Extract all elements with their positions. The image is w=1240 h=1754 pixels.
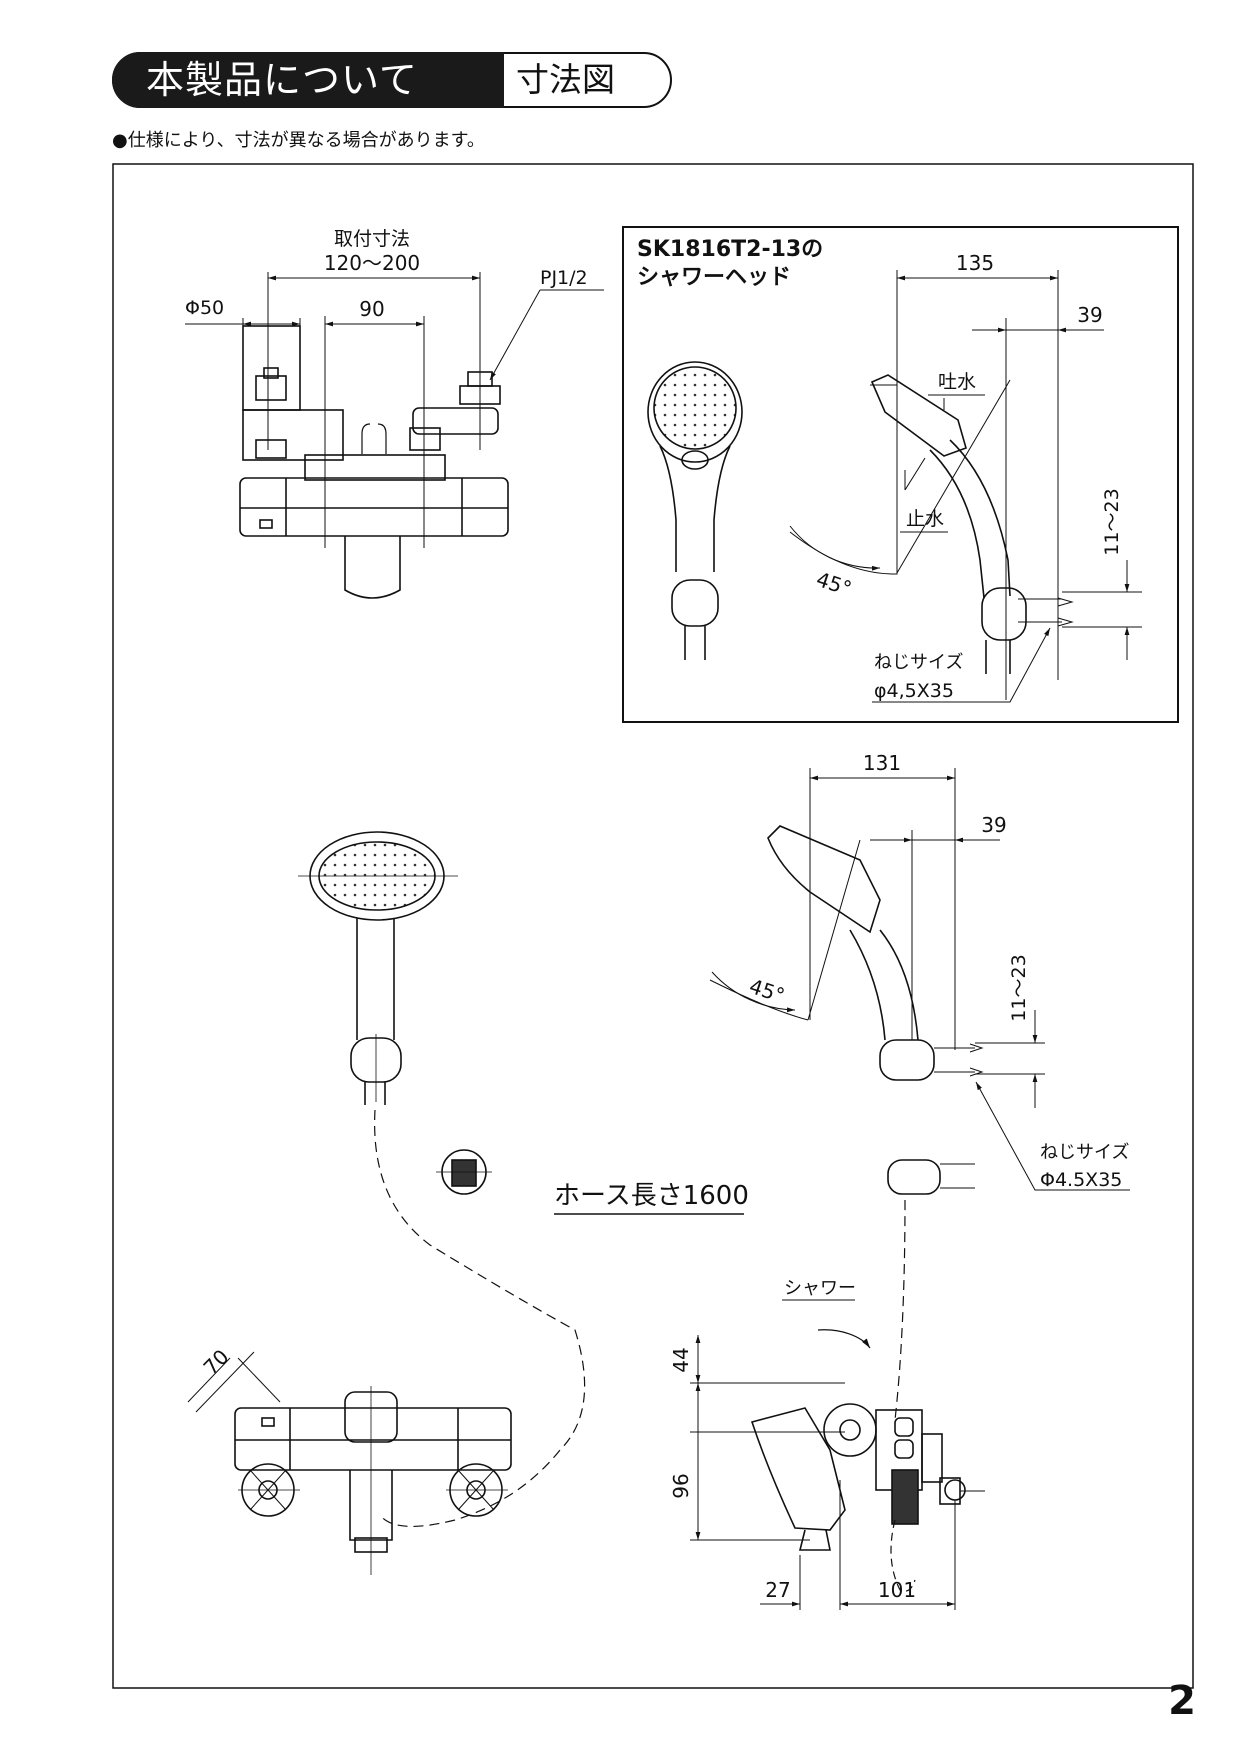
- dim-70: 70: [199, 1345, 234, 1380]
- inset-shower-head-front: [647, 361, 743, 660]
- thread-label: PJ1/2: [540, 267, 588, 289]
- shower-head-front: [298, 831, 586, 1527]
- main-screw-size: Φ4.5X35: [1040, 1169, 1122, 1191]
- main-range: 11〜23: [1008, 954, 1030, 1021]
- inset-angle: 45°: [813, 567, 854, 601]
- drawing-frame: [112, 163, 1194, 1689]
- title-band: [112, 52, 504, 108]
- mount-label: 取付寸法: [334, 228, 410, 250]
- faucet-front-view: [187, 1351, 512, 1575]
- inset-title-2: シャワーヘッド: [637, 265, 791, 290]
- shower-label: シャワー: [784, 1278, 856, 1299]
- shower-head-side: [709, 768, 1130, 1421]
- page-subtitle: 寸法図: [516, 60, 615, 99]
- dim-131: 131: [863, 751, 901, 775]
- inset-dim-135: 135: [956, 251, 994, 275]
- dim-44: 44: [669, 1347, 693, 1372]
- hose-length: ホース長さ1600: [554, 1181, 749, 1211]
- main-screw-label: ねじサイズ: [1040, 1142, 1129, 1163]
- dim-96: 96: [669, 1473, 693, 1498]
- page-number: 2: [1168, 1678, 1196, 1724]
- inset-range: 11〜23: [1101, 488, 1123, 555]
- inset-stop-label: 止水: [906, 508, 944, 530]
- inset-dim-39: 39: [1077, 303, 1102, 327]
- dim-39: 39: [981, 813, 1006, 837]
- inset-frame: [622, 226, 1179, 723]
- dim-101: 101: [878, 1578, 916, 1602]
- page-title: 本製品について: [146, 58, 418, 102]
- inset-screw-size: φ4,5X35: [874, 680, 954, 702]
- dim-spacing: 90: [359, 297, 384, 321]
- faucet-side-view: [690, 1299, 985, 1610]
- dim-diameter: Φ50: [185, 297, 224, 319]
- main-angle: 45°: [746, 974, 787, 1008]
- spec-note: ●仕様により、寸法が異なる場合があります。: [112, 130, 485, 151]
- inset-spout-label: 吐水: [938, 371, 976, 393]
- dim-27: 27: [765, 1578, 790, 1602]
- mount-range: 120〜200: [324, 251, 420, 275]
- faucet-top-view: [185, 272, 604, 599]
- inset-title-1: SK1816T2-13の: [637, 237, 823, 262]
- inset-screw-label: ねじサイズ: [874, 652, 963, 673]
- inset-shower-head-side: [789, 270, 1142, 703]
